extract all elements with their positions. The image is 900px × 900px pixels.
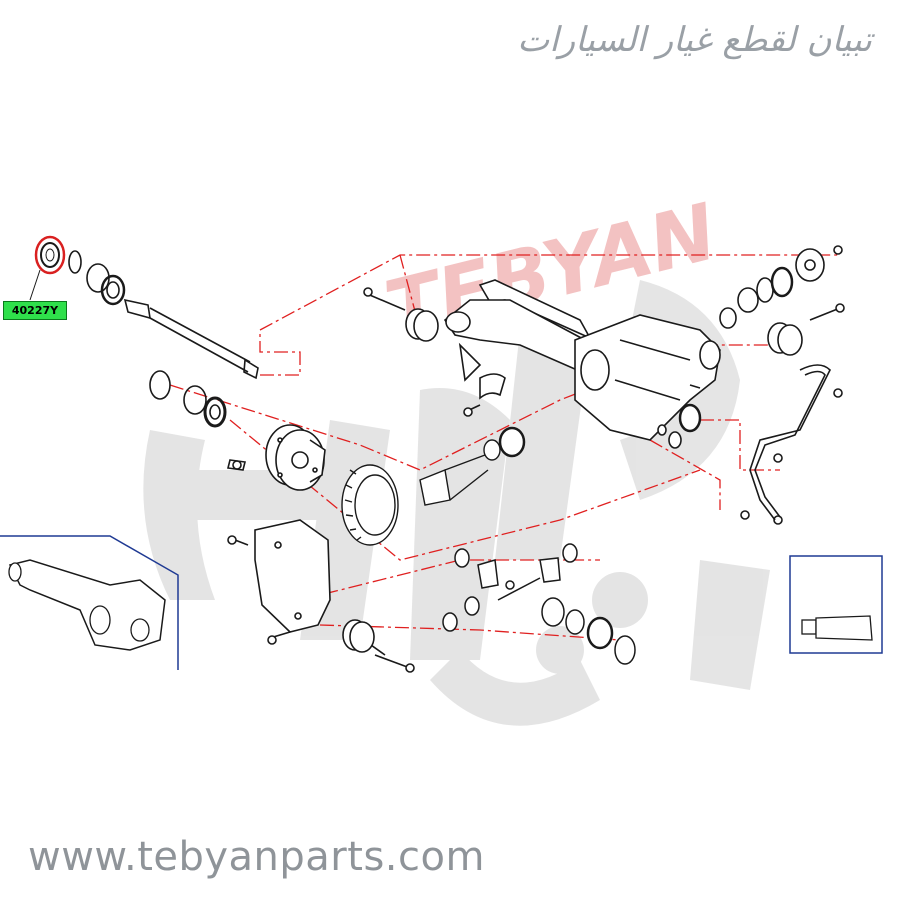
right-bearing-group[interactable] [719,245,843,329]
site-url[interactable]: www.tebyanparts.com [28,834,485,880]
ring-gear[interactable] [341,464,399,546]
pinion-gear[interactable] [419,426,526,506]
spider-gear-set[interactable] [442,543,636,665]
oil-seal-part[interactable] [34,235,66,275]
site-name-arabic: تبيان لقطع غيار السيارات [517,20,872,60]
sealant-inset[interactable] [789,555,883,654]
axle-housing[interactable] [443,279,721,441]
pinion-seal-group[interactable] [657,384,702,449]
mounting-hardware[interactable] [342,287,845,673]
callout-leader [29,269,41,301]
breather-hose[interactable] [740,364,843,525]
left-bearing-group[interactable] [149,370,246,471]
differential-case[interactable] [265,424,326,491]
axle-shaft-group[interactable] [68,250,259,380]
assembly-inset[interactable] [0,535,179,670]
part-number-label[interactable]: 40227Y [3,301,67,320]
differential-cover[interactable] [227,519,331,645]
